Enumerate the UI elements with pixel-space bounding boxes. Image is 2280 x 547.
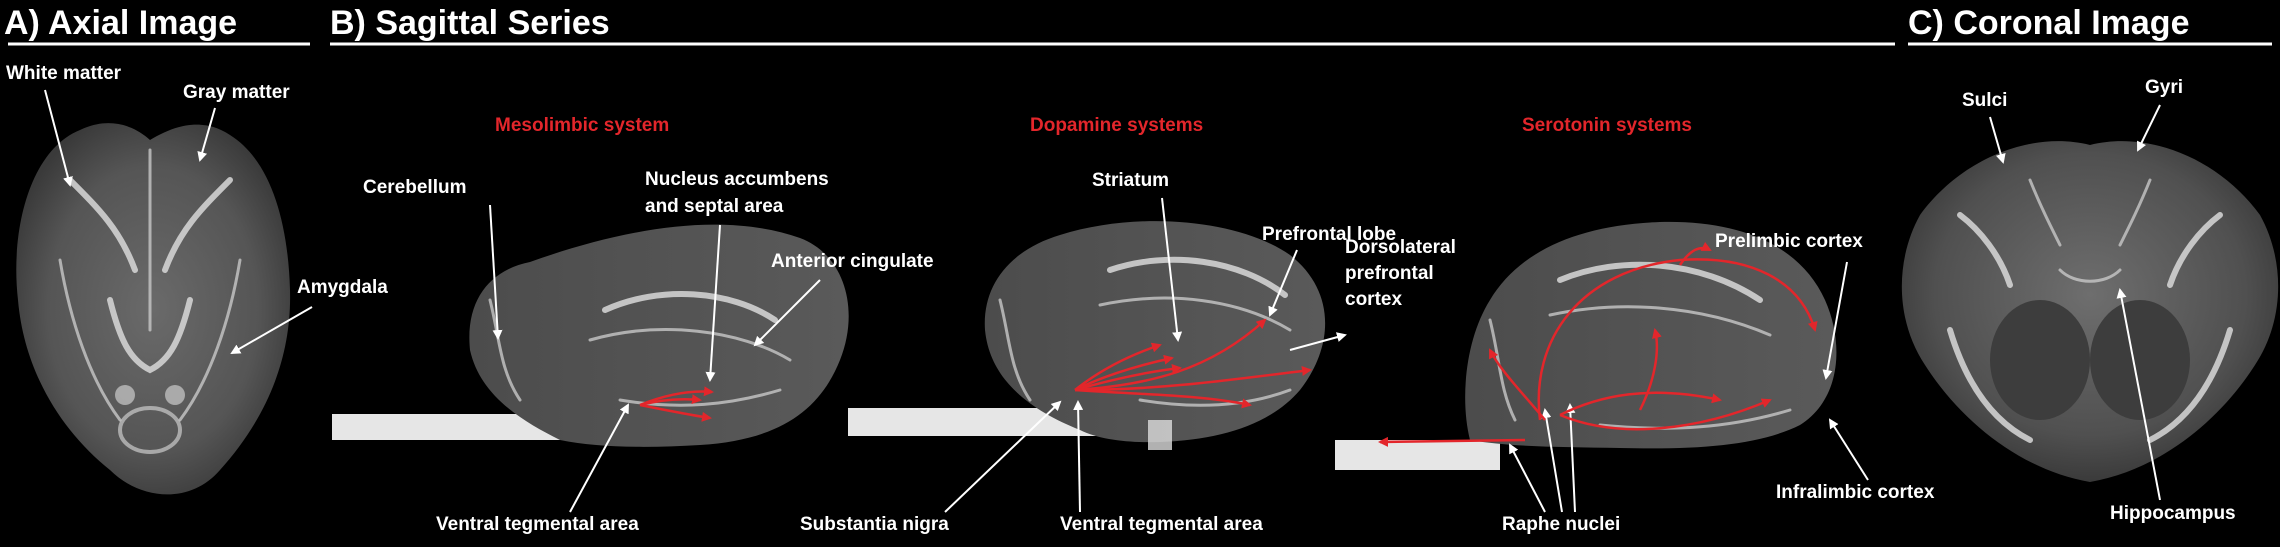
dopamine-brain-image xyxy=(848,221,1326,450)
axial-brain-image xyxy=(16,123,291,495)
coronal-header: C) Coronal Image xyxy=(1908,4,2272,46)
label-substantia-nigra: Substantia nigra xyxy=(800,514,949,535)
arrow-anterior-cingulate xyxy=(753,279,821,347)
label-dorsolateral-3: cortex xyxy=(1345,289,1402,310)
sagittal-mesolimbic-panel: Mesolimbic system Cerebellum Nucleus acc… xyxy=(332,115,934,535)
label-raphe-nuclei: Raphe nuclei xyxy=(1502,514,1620,535)
label-gyri: Gyri xyxy=(2145,77,2183,98)
serotonin-pathway xyxy=(1378,241,1818,447)
label-nucleus-accumbens: Nucleus accumbens xyxy=(645,169,829,190)
arrow-raphe-1 xyxy=(1509,443,1546,513)
label-cerebellum: Cerebellum xyxy=(363,177,466,198)
arrow-substantia-nigra xyxy=(944,400,1062,513)
label-amygdala: Amygdala xyxy=(297,277,388,298)
label-gray-matter: Gray matter xyxy=(183,82,290,103)
axial-panel: White matter Gray matter Amygdala xyxy=(6,63,388,495)
arrow-raphe-2 xyxy=(1541,408,1563,513)
label-dorsolateral-1: Dorsolateral xyxy=(1345,237,1456,258)
coronal-brain-image xyxy=(1901,141,2279,482)
arrow-vta-mesolimbic xyxy=(569,403,629,513)
serotonin-system-title: Serotonin systems xyxy=(1522,115,1692,136)
arrow-white-matter xyxy=(44,89,73,187)
arrow-raphe-3 xyxy=(1565,403,1576,513)
label-prelimbic: Prelimbic cortex xyxy=(1715,231,1863,252)
coronal-panel: Sulci Gyri Hippocampus xyxy=(1901,77,2279,524)
label-striatum: Striatum xyxy=(1092,170,1169,191)
sagittal-header: B) Sagittal Series xyxy=(330,4,1895,46)
arrow-vta-dopamine xyxy=(1073,400,1084,513)
label-prefrontal-lobe: Prefrontal lobe xyxy=(1262,224,1396,245)
arrow-dorsolateral xyxy=(1289,332,1347,351)
arrow-cerebellum xyxy=(489,204,503,340)
arrow-prefrontal-lobe xyxy=(1268,249,1298,317)
label-septal-area: and septal area xyxy=(645,196,784,217)
label-sulci: Sulci xyxy=(1962,90,2007,111)
label-dorsolateral-2: prefrontal xyxy=(1345,263,1434,284)
arrow-amygdala xyxy=(230,306,313,354)
label-white-matter: White matter xyxy=(6,63,122,84)
mesolimbic-system-title: Mesolimbic system xyxy=(495,115,669,136)
arrow-hippocampus xyxy=(2116,288,2161,501)
label-anterior-cingulate: Anterior cingulate xyxy=(771,251,934,272)
dopamine-pathway xyxy=(1074,318,1312,409)
label-vta-mesolimbic: Ventral tegmental area xyxy=(436,514,639,535)
mesolimbic-brain-image xyxy=(332,224,849,447)
dopamine-system-title: Dopamine systems xyxy=(1030,115,1203,136)
arrow-prelimbic xyxy=(1822,261,1848,380)
arrow-gyri xyxy=(2137,104,2161,152)
coronal-title: C) Coronal Image xyxy=(1908,4,2189,42)
sagittal-title: B) Sagittal Series xyxy=(330,4,610,42)
sagittal-dopamine-panel: Dopamine systems Striatum Prefrontal lob… xyxy=(800,115,1396,535)
axial-title: A) Axial Image xyxy=(4,4,237,42)
arrow-nucleus-accumbens xyxy=(705,224,721,382)
arrow-striatum xyxy=(1161,197,1183,342)
label-infralimbic: Infralimbic cortex xyxy=(1776,482,1935,503)
axial-header: A) Axial Image xyxy=(4,4,310,46)
arrow-sulci xyxy=(1989,116,2006,164)
serotonin-brain-image xyxy=(1335,221,1837,470)
arrow-gray-matter xyxy=(197,107,216,162)
label-hippocampus: Hippocampus xyxy=(2110,503,2236,524)
sagittal-serotonin-panel: Serotonin systems Dorsolateral prefronta… xyxy=(1289,115,1935,535)
arrow-infralimbic xyxy=(1828,418,1869,481)
mesolimbic-pathway xyxy=(639,386,714,422)
label-vta-dopamine: Ventral tegmental area xyxy=(1060,514,1263,535)
